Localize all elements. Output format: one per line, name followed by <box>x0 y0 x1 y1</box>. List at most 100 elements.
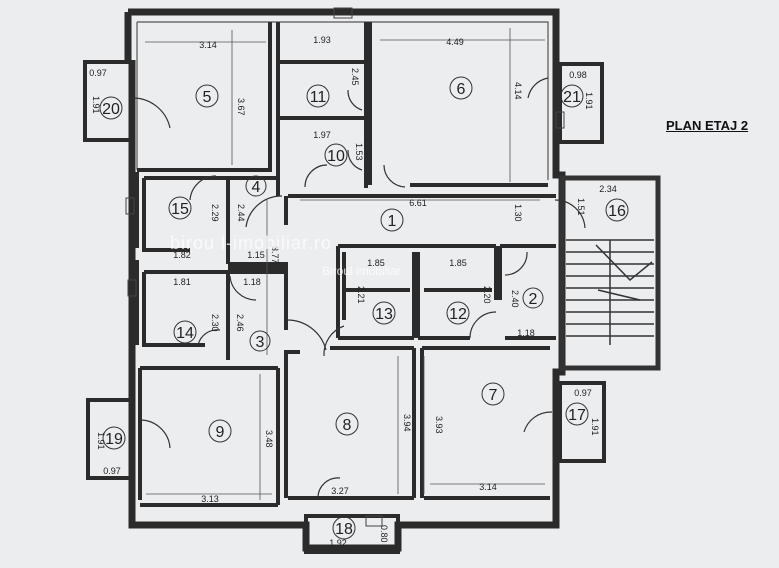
plan-title: PLAN ETAJ 2 <box>666 118 749 133</box>
dim-label: 4.14 <box>513 82 523 100</box>
dim-label: 3.67 <box>236 98 246 116</box>
room-5-label: 5 <box>203 89 212 106</box>
dim-label: 3.14 <box>479 482 497 492</box>
dim-label: 1.53 <box>354 143 364 161</box>
dim-label: 2.40 <box>510 290 520 308</box>
room-20-label: 20 <box>102 101 120 118</box>
dim-label: 2.21 <box>356 286 366 304</box>
room-3-label: 3 <box>256 334 265 351</box>
room-labels: 5 11 6 20 21 10 4 15 1 16 13 12 2 14 3 7… <box>99 76 629 540</box>
room-6-label: 6 <box>457 81 466 98</box>
dim-label: 1.82 <box>173 250 191 260</box>
room-13-label: 13 <box>375 306 393 323</box>
dim-label: 0.98 <box>569 70 587 80</box>
watermark-main: birou l-imobiliar.ro <box>170 233 332 253</box>
room-15-label: 15 <box>171 201 189 218</box>
room-10-label: 10 <box>327 148 345 165</box>
dim-label: 2.29 <box>210 204 220 222</box>
room-11-label: 11 <box>310 89 327 106</box>
room-18: 18 <box>332 516 356 540</box>
dim-label: 1.91 <box>584 92 594 110</box>
balconies <box>83 60 606 554</box>
room-19-label: 19 <box>105 431 123 448</box>
room-10: 10 <box>324 143 348 167</box>
dim-label: 2.34 <box>599 184 617 194</box>
dim-label: 4.49 <box>446 37 464 47</box>
room-3: 3 <box>249 330 271 352</box>
room-17-label: 17 <box>568 407 586 424</box>
dim-label: 2.44 <box>236 204 246 222</box>
dimension-lines <box>145 28 545 500</box>
room-9: 9 <box>208 419 232 443</box>
room-1: 1 <box>380 208 404 232</box>
room-21-label: 21 <box>563 89 581 106</box>
room-7: 7 <box>481 382 505 406</box>
door-swings <box>131 77 586 499</box>
dim-label: 1.18 <box>517 328 535 338</box>
room-8-label: 8 <box>343 417 352 434</box>
dim-label: 3.48 <box>264 430 274 448</box>
dim-label: 2.20 <box>482 286 492 304</box>
room-12-label: 12 <box>449 306 467 323</box>
dim-label: 0.97 <box>574 388 592 398</box>
dim-label: 0.97 <box>89 68 107 78</box>
dim-label: 1.51 <box>576 198 586 216</box>
dimension-labels: 3.14 3.67 0.97 1.91 1.93 2.45 4.49 4.14 … <box>89 35 617 548</box>
dim-label: 1.92 <box>329 538 347 548</box>
dim-label: 2.46 <box>235 314 245 332</box>
watermark: birou l-imobiliar.ro Biroul imobiliar <box>170 233 401 278</box>
dim-label: 3.27 <box>331 486 349 496</box>
dim-label: 2.30 <box>210 314 220 332</box>
staircase <box>559 175 661 371</box>
dim-label: 1.97 <box>313 130 331 140</box>
room-6: 6 <box>449 76 473 100</box>
dim-label: 1.91 <box>590 418 600 436</box>
dim-label: 3.77 <box>270 246 280 264</box>
room-18-label: 18 <box>335 521 353 538</box>
room-19: 19 <box>102 426 126 450</box>
dim-label: 1.93 <box>313 35 331 45</box>
interior-walls <box>135 22 556 507</box>
dim-label: 1.91 <box>96 432 106 450</box>
dim-label: 0.80 <box>379 525 389 543</box>
room-13: 13 <box>372 301 396 325</box>
room-2-label: 2 <box>529 291 538 308</box>
room-16-label: 16 <box>608 203 626 220</box>
room-2: 2 <box>522 287 544 309</box>
dim-label: 1.85 <box>449 258 467 268</box>
dim-label: 1.15 <box>247 250 265 260</box>
room-8: 8 <box>335 412 359 436</box>
room-21: 21 <box>560 84 584 108</box>
dim-label: 3.14 <box>199 40 217 50</box>
dim-label: 3.13 <box>201 494 219 504</box>
watermark-sub: Biroul imobiliar <box>322 264 401 278</box>
dim-label: 3.94 <box>402 414 412 432</box>
dim-label: 1.30 <box>513 204 523 222</box>
room-14: 14 <box>173 320 197 344</box>
room-17: 17 <box>565 402 589 426</box>
room-7-label: 7 <box>489 387 498 404</box>
dim-label: 1.85 <box>367 258 385 268</box>
room-20: 20 <box>99 96 123 120</box>
room-4: 4 <box>245 175 267 197</box>
room-12: 12 <box>446 301 470 325</box>
outer-walls-inner-line <box>136 21 549 180</box>
dim-label: 1.81 <box>173 277 191 287</box>
dim-label: 3.93 <box>434 416 444 434</box>
dim-label: 1.91 <box>91 96 101 114</box>
room-14-label: 14 <box>176 325 194 342</box>
room-5: 5 <box>195 84 219 108</box>
room-11: 11 <box>306 84 330 108</box>
room-16: 16 <box>605 198 629 222</box>
window-marks <box>125 7 565 527</box>
room-15: 15 <box>168 196 192 220</box>
dim-label: 1.18 <box>243 277 261 287</box>
dim-label: 0.97 <box>103 466 121 476</box>
room-9-label: 9 <box>216 424 225 441</box>
room-1-label: 1 <box>388 213 397 230</box>
dim-label: 2.45 <box>350 68 360 86</box>
dim-label: 6.61 <box>409 198 427 208</box>
room-4-label: 4 <box>252 179 261 196</box>
